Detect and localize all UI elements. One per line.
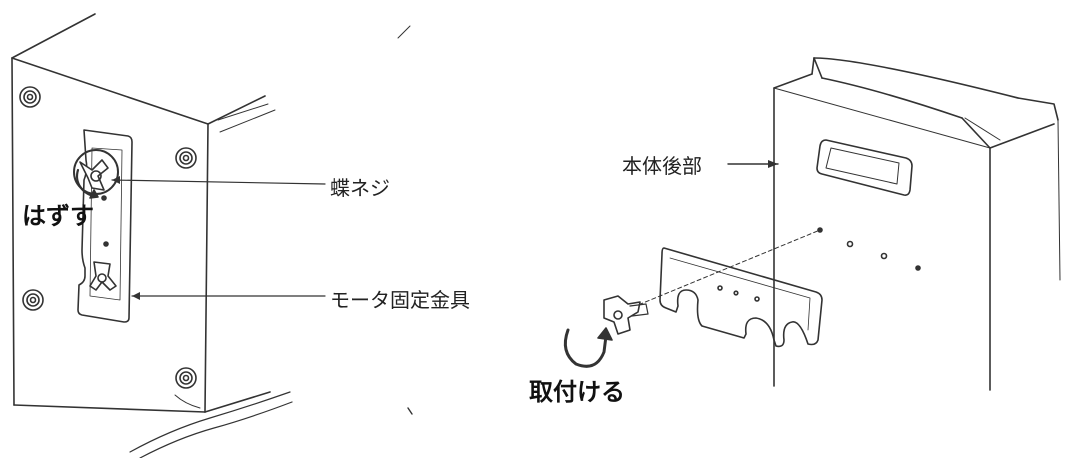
leader-line-wing-nut xyxy=(111,179,326,185)
handle-slot xyxy=(816,139,913,196)
leader-arrow-wing-nut xyxy=(112,176,120,184)
body-mount-holes xyxy=(817,227,921,271)
remove-rotation-arrow-icon xyxy=(76,168,99,199)
corner-bolt-icons xyxy=(19,86,197,389)
motor-bracket-attach xyxy=(659,247,823,348)
wing-nut-lower xyxy=(89,261,117,291)
mount-guide-line xyxy=(625,229,821,311)
attach-rotation-arrow-icon xyxy=(563,327,613,368)
body-rear-label: 本体後部 xyxy=(622,154,702,178)
motor-bracket-label: モータ固定金具 xyxy=(330,288,470,312)
wing-nut-attach xyxy=(603,295,649,335)
attach-label: 取付ける xyxy=(529,378,625,406)
left-housing-drawing xyxy=(11,13,293,458)
right-body-drawing xyxy=(773,57,1061,391)
leader-arrow-motor-bracket xyxy=(132,292,140,300)
wing-nut-label: 蝶ネジ xyxy=(330,176,390,200)
leader-arrow-body-rear xyxy=(768,160,778,168)
remove-label: はずす xyxy=(22,202,94,230)
